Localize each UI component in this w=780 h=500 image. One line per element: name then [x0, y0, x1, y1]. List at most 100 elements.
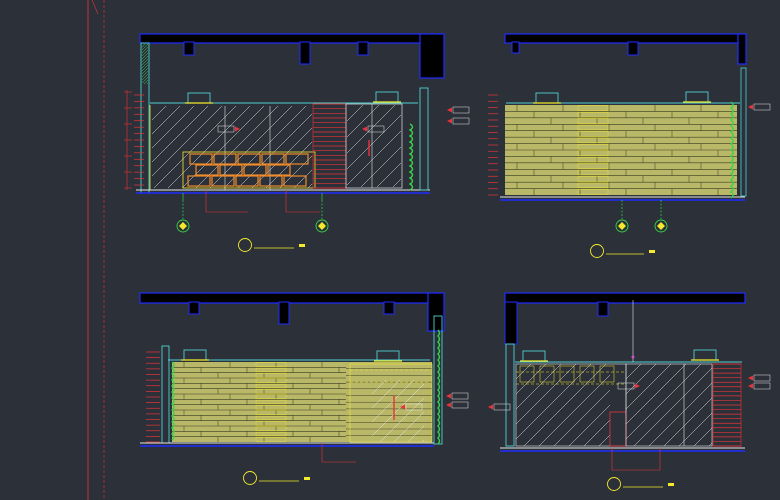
panel-b-plant-edge: [729, 101, 734, 199]
panel-a-left-wall-hatch: [142, 44, 148, 84]
panel-b-wood-wall-label-box-9: [577, 157, 609, 163]
panel-c-door-hatch-line: [372, 380, 401, 409]
panel-a-callout-1-arrow: [235, 126, 240, 132]
panel-d-slab: [504, 292, 746, 304]
panel-a-glass-hatch-line: [152, 106, 209, 163]
panel-c-door-hatch-line: [372, 383, 424, 437]
panel-b-wood-wall-label-box-8: [577, 150, 609, 156]
panel-a-glass-hatch-line: [152, 106, 167, 121]
panel-a-glass-hatch-line: [223, 106, 307, 188]
panel-d-callout-1-box: [617, 382, 635, 390]
panel-a-callout-2-arrow: [362, 126, 367, 132]
panel-a-door-hatch-line: [347, 105, 364, 122]
panel-c-title-scale-mark: [304, 477, 310, 480]
panel-c-wood-wall-label-box-14: [255, 431, 287, 437]
panel-d-door-hatch-line: [678, 412, 712, 446]
panel-d-door-frame: [625, 363, 713, 447]
panel-d-glass-hatch-line: [516, 364, 592, 440]
panel-d-title-scale-mark: [668, 483, 674, 486]
panel-a-door-hatch-line: [347, 130, 401, 186]
panel-d-beam-1: [504, 301, 518, 345]
panel-b-beam-1: [511, 41, 520, 54]
panel-c-door-hatch: [372, 380, 424, 442]
panel-d-door-hatch-line: [626, 364, 657, 395]
panel-d-door-hatch-line: [626, 364, 702, 440]
panel-a-callout-1-box: [217, 125, 235, 133]
panel-a-door: [345, 103, 403, 189]
panel-d-guide-dot: [631, 355, 635, 359]
panel-a-brick-7: [219, 164, 243, 176]
panel-d-glass-hatch-line: [516, 364, 547, 395]
panel-d-glass-hatch-line: [516, 364, 562, 410]
panel-c-wood-wall-label-box-11: [255, 415, 287, 421]
panel-d-glass-hatch-line: [523, 364, 607, 446]
panel-b-wood-wall-label-box-2: [577, 112, 609, 118]
panel-d-door-hatch-line: [626, 364, 672, 410]
panel-d-vent-5: [599, 365, 615, 383]
panel-d-title-circle: [607, 477, 621, 491]
panel-c-door-hatch-line: [407, 425, 424, 442]
panel-c-door-hatch-line: [372, 380, 387, 395]
panel-b-wood-wall-label-box-1: [577, 105, 609, 111]
panel-b-title-scale-mark: [649, 250, 655, 253]
panel-b-wood-wall-label-box-3: [577, 118, 609, 124]
panel-a-brick-12: [235, 175, 259, 187]
panel-d-callout-4-arrow: [488, 404, 493, 410]
panel-d-door-hatch-line: [626, 364, 642, 380]
panel-a-brick-10: [187, 175, 211, 187]
panel-d-glass-hatch-line: [516, 364, 577, 425]
panel-b-callout-1-arrow: [748, 104, 753, 110]
panel-b-wood-wall-label-box-14: [577, 189, 609, 195]
panel-a-title-scale-mark: [299, 244, 305, 247]
panel-a-brick-2: [213, 153, 237, 165]
panel-d-beam-2: [597, 301, 609, 317]
panel-a-glass-hatch-line: [152, 106, 195, 149]
panel-d-door-hatch-line: [693, 427, 712, 446]
panel-a-brick-6: [195, 164, 219, 176]
panel-d-callout-4-box: [493, 403, 511, 411]
panel-a-brick-11: [211, 175, 235, 187]
elevation-panel-d: [488, 292, 771, 491]
panel-a-grid-marker-2: [315, 219, 329, 233]
panel-a-glass-hatch-line: [195, 106, 279, 188]
panel-d-callout-3-box: [753, 382, 771, 390]
panel-c-wood-wall-label-box-13: [255, 426, 287, 431]
panel-a-door-hatch: [347, 105, 401, 187]
panel-d-glass-hatch-line: [553, 389, 610, 446]
panel-a-grid-marker-1-glyph: [179, 222, 187, 230]
panel-c-callout-1-arrow: [400, 404, 405, 410]
panel-a-brick-8: [243, 164, 267, 176]
panel-c-door-hatch-line: [393, 411, 424, 442]
panel-c-plant-edge: [170, 361, 175, 441]
elevation-panel-c: [139, 292, 469, 485]
panel-c-right-plant-edge: [437, 329, 441, 445]
panel-d-door-hatch-line: [663, 397, 712, 446]
panel-b-wood-wall-label-box-12: [577, 176, 609, 182]
panel-c-wood-wall-label-box-15: [255, 437, 287, 442]
panel-c-callout-1-box: [405, 403, 423, 411]
panel-d-vent-4: [579, 365, 595, 383]
panel-a-beam-1: [183, 41, 195, 56]
panel-a-title-circle: [238, 238, 252, 252]
panel-a-right-column: [419, 87, 429, 191]
panel-c-callout-3-arrow: [446, 402, 451, 408]
panel-d-glass-hatch-line: [516, 364, 532, 380]
panel-b-callout-1-box: [753, 103, 771, 111]
panel-c-wood-wall-label-box-3: [255, 373, 287, 378]
panel-c-wood-wall-label-box-12: [255, 421, 287, 426]
panel-c-wood-wall-label-box-1: [255, 362, 287, 367]
elevation-panel-b: [488, 33, 771, 258]
panel-c-beam-1: [188, 301, 200, 315]
panel-a-callout-4-box: [452, 117, 470, 125]
panel-a-glass-hatch-line: [152, 106, 181, 135]
panel-d-glass-hatch-line: [568, 404, 610, 446]
panel-c-wood-wall-label-box-7: [255, 394, 287, 399]
panel-b-grid-marker-2: [654, 219, 668, 233]
panel-a-column-block: [419, 33, 445, 79]
panel-d-vent-3: [559, 365, 575, 383]
panel-b-title-circle: [590, 244, 604, 258]
panel-a-glass-hatch-line: [237, 113, 312, 188]
panel-c-slab: [139, 292, 445, 304]
panel-a-brick-3: [237, 153, 261, 165]
